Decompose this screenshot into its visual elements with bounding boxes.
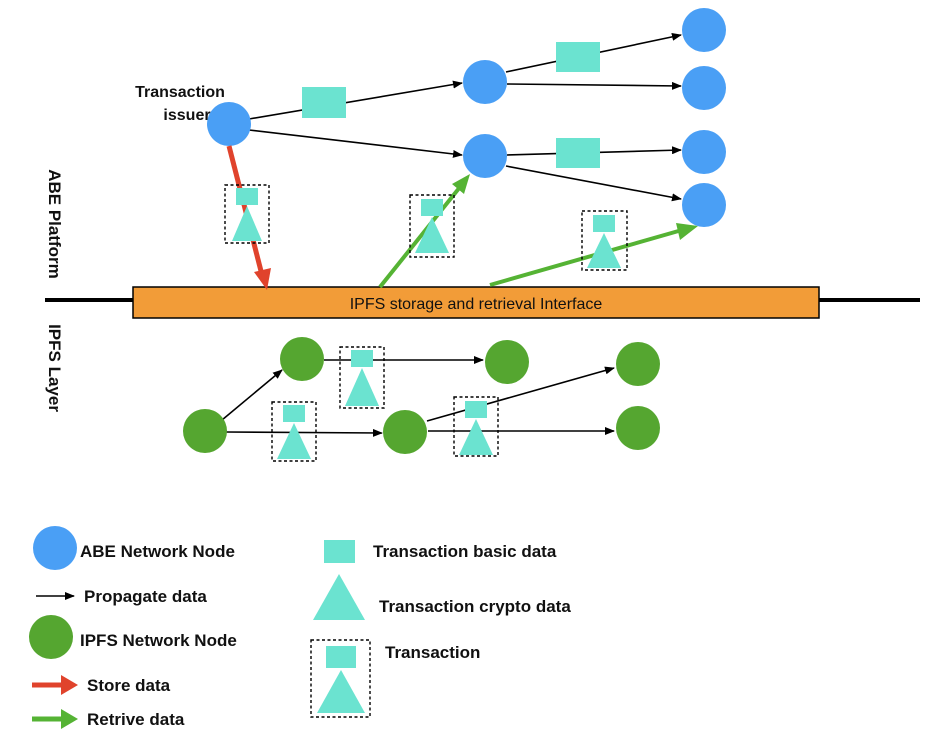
- legend-abe-node-icon: [33, 526, 77, 570]
- ipfs-layer-label: IPFS Layer: [45, 324, 64, 412]
- edge-mid-to-r4: [505, 165, 682, 202]
- edge-issuer-to-mid: [248, 129, 463, 158]
- ipfs-transaction-2: [271, 401, 317, 462]
- legend-crypto-data-icon: [313, 574, 365, 620]
- ipfs-edges: [221, 356, 615, 437]
- abe-platform-label: ABE Platform: [45, 169, 64, 279]
- edge-issuer-to-top: [248, 80, 463, 120]
- abe-transaction-1: [224, 184, 270, 244]
- legend-transaction-label: Transaction: [385, 643, 480, 662]
- issuer-label-line1: Transaction: [135, 84, 225, 101]
- legend-propagate-label: Propagate data: [84, 587, 207, 606]
- ipfs-nodes: [183, 337, 660, 454]
- ipfs-node-top-right: [485, 340, 529, 384]
- abe-node-r1: [682, 8, 726, 52]
- edge-ipfs-mid-to-r1: [426, 366, 615, 422]
- abe-basic-data-1: [302, 87, 346, 118]
- edge-ipfs-left-to-mid: [225, 428, 383, 437]
- legend-crypto-data-label: Transaction crypto data: [379, 597, 571, 616]
- legend-store-icon: [32, 675, 78, 695]
- ipfs-node-mid: [383, 410, 427, 454]
- legend-retrieve-label: Retrive data: [87, 710, 185, 729]
- ipfs-transaction-1: [339, 346, 385, 409]
- ipfs-interface-bar: [132, 286, 820, 319]
- legend-store-label: Store data: [87, 676, 171, 695]
- abe-node-mid: [463, 134, 507, 178]
- legend-basic-data-label: Transaction basic data: [373, 542, 557, 561]
- abe-node-r3: [682, 130, 726, 174]
- abe-node-issuer: [207, 102, 251, 146]
- legend-transaction-icon: [310, 639, 371, 718]
- ipfs-node-left: [183, 409, 227, 453]
- legend-basic-data-icon: [324, 540, 355, 563]
- edge-ipfs-left-to-top: [221, 369, 283, 421]
- issuer-label-line2: issuer: [163, 107, 210, 124]
- abe-basic-data-3: [556, 138, 600, 168]
- edge-top-to-r2: [506, 81, 682, 90]
- abe-nodes: [207, 8, 726, 227]
- abe-transaction-3: [581, 210, 628, 271]
- ipfs-interface-label: IPFS storage and retrieval Interface: [350, 296, 603, 313]
- ipfs-node-r2: [616, 406, 660, 450]
- legend: ABE Network Node Propagate data IPFS Net…: [29, 526, 571, 729]
- retrieve-arrow-2: [489, 223, 698, 287]
- ipfs-node-r1: [616, 342, 660, 386]
- ipfs-node-top: [280, 337, 324, 381]
- abe-basic-data-2: [556, 42, 600, 72]
- legend-ipfs-node-label: IPFS Network Node: [80, 631, 237, 650]
- legend-retrieve-icon: [32, 709, 78, 729]
- legend-ipfs-node-icon: [29, 615, 73, 659]
- abe-node-r2: [682, 66, 726, 110]
- abe-transaction-2: [409, 194, 455, 258]
- abe-node-r4: [682, 183, 726, 227]
- ipfs-transaction-3: [453, 396, 499, 457]
- legend-abe-node-label: ABE Network Node: [80, 542, 235, 561]
- abe-node-top: [463, 60, 507, 104]
- retrieve-arrow-1: [378, 174, 470, 289]
